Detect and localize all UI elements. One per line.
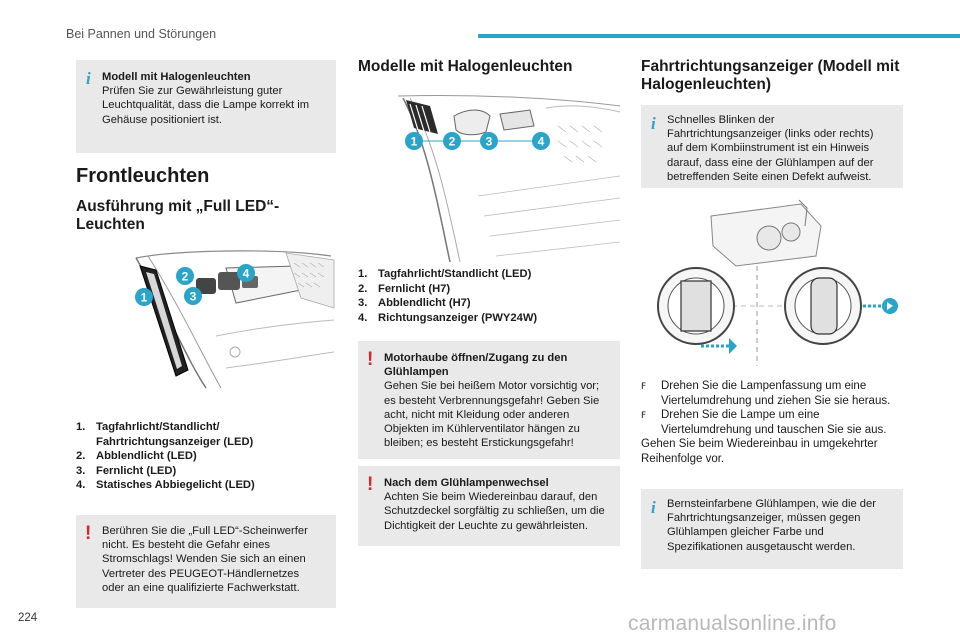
list-item: 3.Abblendlicht (H7) (358, 297, 471, 310)
warning-text: Achten Sie beim Wiedereinbau darauf, den… (384, 491, 605, 532)
heading-halogen-models: Modelle mit Halogenleuchten (358, 58, 573, 75)
warning-icon: ! (367, 474, 374, 495)
info-box-text: Bernsteinfarbene Glühlampen, wie die der… (667, 498, 876, 553)
warning-box-full-led: ! Berühren Sie die „Full LED“-Scheinwerf… (76, 515, 336, 608)
figure-callout-1: 1 (135, 288, 153, 306)
figure-callout-3: 3 (480, 132, 498, 150)
callout-label-3: 3 (190, 290, 197, 304)
info-box-text: Schnelles Blinken der Fahrtrichtungsanze… (667, 114, 874, 183)
info-icon: i (651, 114, 656, 133)
list-item: 3.Fernlicht (LED) (76, 464, 177, 477)
halogen-light-list: 1.Tagfahrlicht/Standlicht (LED) 2.Fernli… (358, 267, 620, 325)
warning-text: Gehen Sie bei heißem Motor vorsichtig vo… (384, 380, 600, 450)
info-box-text: Prüfen Sie zur Gewährleistung guter Leuc… (102, 85, 310, 126)
header-accent-bar (478, 34, 960, 38)
warning-icon: ! (367, 349, 374, 370)
info-box-halogen: i Modell mit Halogenleuchten Prüfen Sie … (76, 60, 336, 153)
bullet-marker: F (641, 382, 647, 392)
list-item: 4.Richtungsanzeiger (PWY24W) (358, 311, 538, 324)
figure-callout-2: 2 (443, 132, 461, 150)
list-item: 1.Tagfahrlicht/Standlicht (LED) (358, 268, 532, 280)
warning-title: Motorhaube öffnen/Zugang zu den Glühlamp… (384, 352, 568, 379)
callout-label-4: 4 (243, 267, 250, 281)
list-item: 1.Tagfahrlicht/Standlicht/ Fahrtrichtung… (76, 421, 254, 448)
section-header: Bei Pannen und Störungen (66, 27, 217, 41)
figure-callout-3: 3 (184, 287, 202, 305)
warning-icon: ! (85, 523, 92, 544)
info-box-amber-bulbs: i Bernsteinfarbene Glühlampen, wie die d… (641, 489, 903, 569)
list-item: 4.Statisches Abbiegelicht (LED) (76, 479, 255, 492)
callout-label-4: 4 (538, 135, 545, 149)
reassembly-note: Gehen Sie beim Wiedereinbau in umgekehrt… (641, 438, 878, 465)
full-led-light-list: 1.Tagfahrlicht/Standlicht/ Fahrtrichtung… (76, 420, 336, 493)
figure-callout-1: 1 (405, 132, 423, 150)
subheading-full-led: Ausführung mit „Full LED“-Leuchten (76, 198, 280, 233)
callout-label-2: 2 (449, 135, 456, 149)
info-icon: i (651, 498, 656, 517)
info-box-title: Modell mit Halogenleuchten (102, 71, 251, 83)
bullet-marker: F (641, 411, 647, 422)
info-box-fast-blink: i Schnelles Blinken der Fahrtrichtungsan… (641, 105, 903, 188)
heading-turn-indicator: Fahrtrichtungsanzeiger (Modell mit Halog… (641, 58, 900, 93)
page-number: 224 (18, 612, 38, 624)
full-led-headlight-figure: 1 2 3 4 (76, 248, 336, 390)
heading-frontleuchten: Frontleuchten (76, 165, 210, 187)
info-icon: i (86, 69, 91, 88)
figure-callout-4: 4 (532, 132, 550, 150)
figure-callout-4: 4 (237, 264, 255, 282)
halogen-headlight-figure: 1 2 3 4 (358, 86, 620, 262)
callout-label-3: 3 (486, 135, 493, 149)
callout-label-1: 1 (141, 291, 148, 305)
watermark: carmanualsonline.info (628, 612, 837, 635)
warning-box-after-change: ! Nach dem Glühlampenwechsel Achten Sie … (358, 466, 620, 546)
callout-label-1: 1 (411, 135, 418, 149)
warning-box-hood: ! Motorhaube öffnen/Zugang zu den Glühla… (358, 341, 620, 459)
callout-label-2: 2 (182, 270, 189, 284)
list-item: 2.Fernlicht (H7) (358, 282, 451, 295)
warning-text: Berühren Sie die „Full LED“-Scheinwerfer… (102, 525, 308, 594)
warning-title: Nach dem Glühlampenwechsel (384, 477, 549, 489)
list-item: 2.Abblendlicht (LED) (76, 450, 197, 463)
bulb-socket-figure (641, 196, 903, 368)
figure-callout-2: 2 (176, 267, 194, 285)
